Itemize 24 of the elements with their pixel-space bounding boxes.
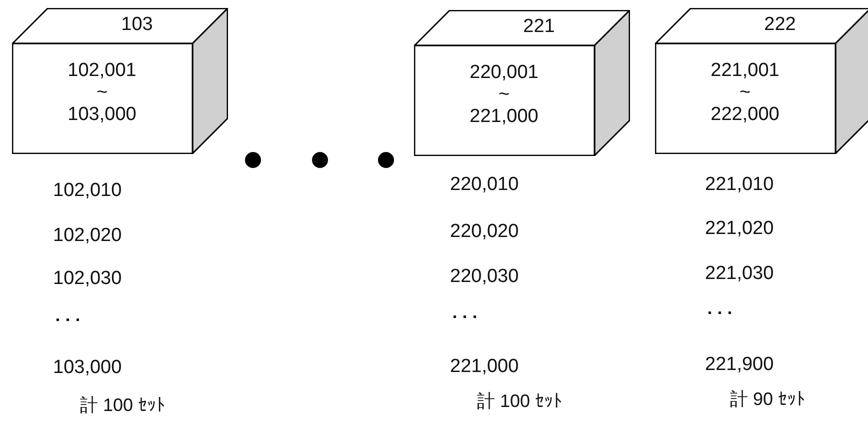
list-entry: 103,000: [53, 357, 122, 379]
box-number: 222: [764, 14, 796, 36]
list-entry: 102,030: [53, 268, 122, 290]
number-range: 221,001 ~ 222,000: [710, 60, 780, 126]
list-entry: 220,030: [450, 266, 519, 288]
list-entry: 220,010: [450, 174, 519, 196]
list-entry: ･･･: [450, 308, 480, 330]
list-entry: 221,030: [705, 263, 774, 285]
list-entry: 102,020: [53, 225, 122, 247]
number-range: 102,001 ~ 103,000: [66, 60, 138, 126]
number-range: 220,001 ~ 221,000: [468, 62, 540, 128]
list-entry: ･･･: [705, 304, 735, 326]
list-entry: 102,010: [53, 180, 122, 202]
list-entry: 221,000: [450, 356, 519, 378]
list-entry: ･･･: [53, 311, 83, 333]
box-number: 103: [121, 14, 153, 36]
box-number: 221: [523, 16, 555, 38]
set-total: 計 100 ｾｯﾄ: [80, 394, 166, 416]
list-entry: 221,010: [705, 174, 774, 196]
list-entry: 221,900: [705, 354, 774, 376]
list-entry: 220,020: [450, 221, 519, 243]
set-total: 計 90 ｾｯﾄ: [730, 388, 806, 410]
set-total: 計 100 ｾｯﾄ: [477, 390, 562, 412]
list-entry: 221,020: [705, 218, 774, 240]
